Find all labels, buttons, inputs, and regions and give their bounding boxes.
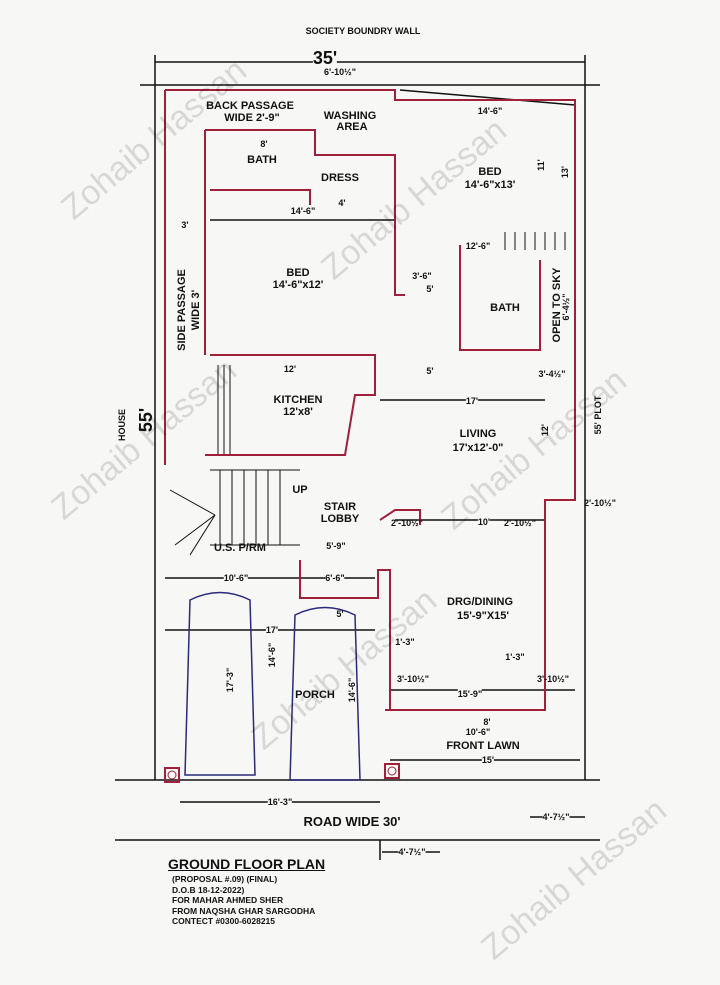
dress-label: DRESS <box>321 172 359 184</box>
dim: 3'-10½" <box>537 674 569 684</box>
dim: 8' <box>483 717 491 727</box>
dim: 13' <box>560 165 570 179</box>
dim: 5' <box>426 284 434 294</box>
drg-label: DRG/DINING <box>447 596 513 608</box>
dim: 3' <box>181 220 189 230</box>
side-passage-label: SIDE PASSAGE <box>176 269 188 351</box>
bath1-label: BATH <box>247 154 277 166</box>
washing-label-2: AREA <box>336 121 368 133</box>
dim: 10' <box>477 517 491 527</box>
house-label: HOUSE <box>117 408 127 442</box>
stair-lobby-label: STAIR <box>323 501 357 513</box>
dim: 10'-6" <box>223 573 249 583</box>
dim: 1'-3" <box>395 637 415 647</box>
bed2-label: BED <box>478 166 502 178</box>
info-line: FOR MAHAR AHMED SHER <box>172 895 284 905</box>
dim: 17'-3" <box>225 667 235 693</box>
kitchen-label: KITCHEN <box>273 394 323 406</box>
info-line: CONTECT #0300-6028215 <box>172 916 276 926</box>
dim: 12'-6" <box>465 241 491 251</box>
top-label: SOCIETY BOUNDRY WALL <box>305 26 421 36</box>
side-passage-size: WIDE 3' <box>190 289 202 331</box>
dim: 14'-6" <box>267 642 277 668</box>
dim: 5' <box>426 366 434 376</box>
dim: 1'-3" <box>505 652 525 662</box>
back-passage-label: BACK PASSAGE <box>206 100 294 112</box>
dim: 17' <box>465 396 479 406</box>
dim: 8' <box>260 139 268 149</box>
plan-title: GROUND FLOOR PLAN <box>168 856 326 872</box>
info-line: FROM NAQSHA GHAR SARGODHA <box>172 905 316 916</box>
dim: 2'-10½" <box>391 518 423 528</box>
plan-info: (PROPOSAL #.09) (FINAL) D.O.B 18-12-2022… <box>172 874 315 927</box>
dim: 14'-6" <box>347 677 357 703</box>
dim: 12' <box>540 423 550 437</box>
dim: 2'-10½" <box>584 498 616 508</box>
bed1-label: BED <box>286 267 310 279</box>
living-label: LIVING <box>459 428 497 440</box>
bath2-label: BATH <box>490 302 520 314</box>
us-prm-label: U.S. P/RM <box>214 542 266 554</box>
porch-label: PORCH <box>295 689 335 701</box>
up-label: UP <box>292 484 308 496</box>
dim: 6'-10½" <box>324 67 356 77</box>
front-lawn-label: FRONT LAWN <box>446 740 520 752</box>
plot-width: 35' <box>312 48 338 68</box>
bed1-size: 14'-6"x12' <box>272 279 324 291</box>
washing-label: WASHING <box>323 110 377 122</box>
living-size: 17'x12'-0" <box>452 442 504 454</box>
bed2-size: 14'-6"x13' <box>464 179 516 191</box>
stair-lobby-label-2: LOBBY <box>320 513 360 525</box>
car-drawings <box>184 591 361 781</box>
dim: 17' <box>265 625 279 635</box>
dim: 14'-6" <box>290 206 316 216</box>
dim: 5'-9" <box>326 541 346 551</box>
info-line: (PROPOSAL #.09) (FINAL) <box>172 874 278 884</box>
plot-length: 55' <box>136 407 156 433</box>
dim: 4'-7½" <box>542 812 570 822</box>
back-passage-size: WIDE 2'-9" <box>224 112 280 124</box>
dim: 15'-9" <box>457 689 483 699</box>
dim: 3'-6" <box>412 271 432 281</box>
dim: 3'-10½" <box>397 674 429 684</box>
dim: 11' <box>536 159 546 171</box>
dim: 5' <box>336 609 344 619</box>
dim: 2'-10½" <box>504 518 536 528</box>
dim: 16'-3" <box>267 797 293 807</box>
dim: 14'-6" <box>477 106 503 116</box>
dim: 4' <box>338 198 346 208</box>
dim: 6'-6" <box>325 573 345 583</box>
dim: 12' <box>283 364 297 374</box>
dim: 15' <box>481 755 495 765</box>
dim: 3'-4½" <box>538 369 566 379</box>
info-line: D.O.B 18-12-2022) <box>172 884 245 895</box>
dim: 10'-6" <box>465 727 491 737</box>
drg-size: 15'-9"X15' <box>456 610 510 622</box>
dim: 4'-7½" <box>398 847 426 857</box>
road-label: ROAD WIDE 30' <box>303 814 401 829</box>
plot-length-right: 55' PLOT <box>593 395 603 435</box>
kitchen-size: 12'x8' <box>283 406 313 418</box>
dim: 6'-4½" <box>561 293 571 321</box>
